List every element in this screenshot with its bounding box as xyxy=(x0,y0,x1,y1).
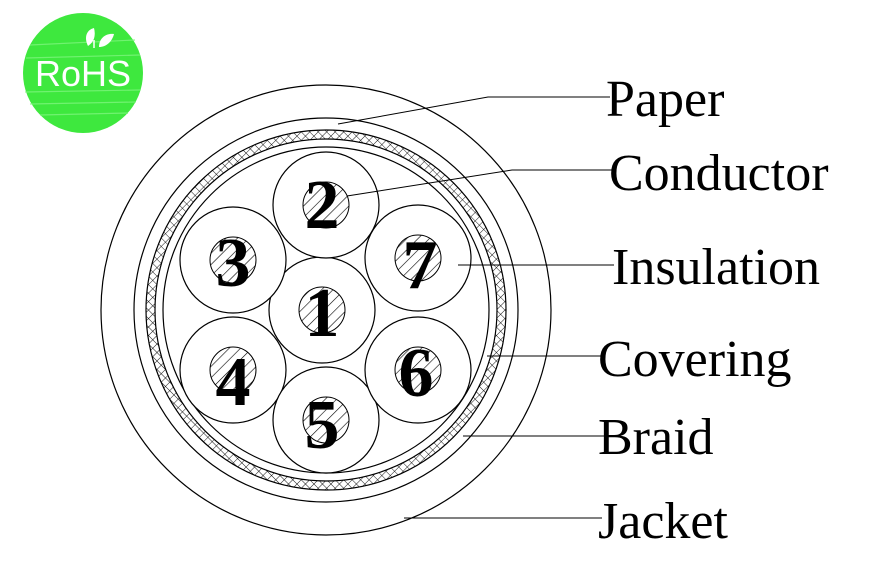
core-conductor xyxy=(298,286,346,334)
paper-layer-circle xyxy=(133,117,519,503)
core: 7 xyxy=(364,204,472,312)
core-conductor xyxy=(302,396,350,444)
cores-group: 1 2 3 4 5 6 7 xyxy=(179,151,472,474)
rohs-badge: RoHS xyxy=(23,13,143,133)
core-number: 4 xyxy=(216,344,251,421)
label-braid: Braid xyxy=(598,409,714,466)
leaf-icon xyxy=(86,28,114,48)
jacket-outer-circle xyxy=(100,84,552,536)
braid-outer-circle xyxy=(145,129,507,491)
core-conductor xyxy=(302,181,350,229)
label-covering: Covering xyxy=(598,331,792,388)
core-number: 3 xyxy=(216,225,251,302)
braid-inner-circle xyxy=(154,138,498,482)
core-conductor xyxy=(209,236,257,284)
label-insulation: Insulation xyxy=(612,239,820,296)
core: 5 xyxy=(272,366,380,474)
label-jacket: Jacket xyxy=(598,493,728,550)
core: 6 xyxy=(364,316,472,424)
label-conductor: Conductor xyxy=(609,145,829,202)
rohs-badge-texture xyxy=(24,39,141,116)
leader-line-conductor xyxy=(346,169,612,197)
core-number: 1 xyxy=(305,275,340,352)
leader-lines xyxy=(337,96,614,519)
core-number: 7 xyxy=(403,227,438,304)
core-conductor xyxy=(394,234,442,282)
core: 1 xyxy=(268,256,376,364)
core: 4 xyxy=(179,316,287,424)
core-number: 6 xyxy=(399,335,434,412)
rohs-badge-text: RoHS xyxy=(35,53,131,94)
leader-line-paper xyxy=(337,96,610,125)
core-conductor xyxy=(209,346,257,394)
core-conductor xyxy=(394,346,442,394)
core-number: 2 xyxy=(305,167,340,244)
core-number: 5 xyxy=(305,387,340,464)
core: 2 xyxy=(272,151,380,259)
core: 3 xyxy=(179,206,287,314)
label-paper: Paper xyxy=(606,71,724,128)
labels: Paper Conductor Insulation Covering Brai… xyxy=(598,71,829,550)
